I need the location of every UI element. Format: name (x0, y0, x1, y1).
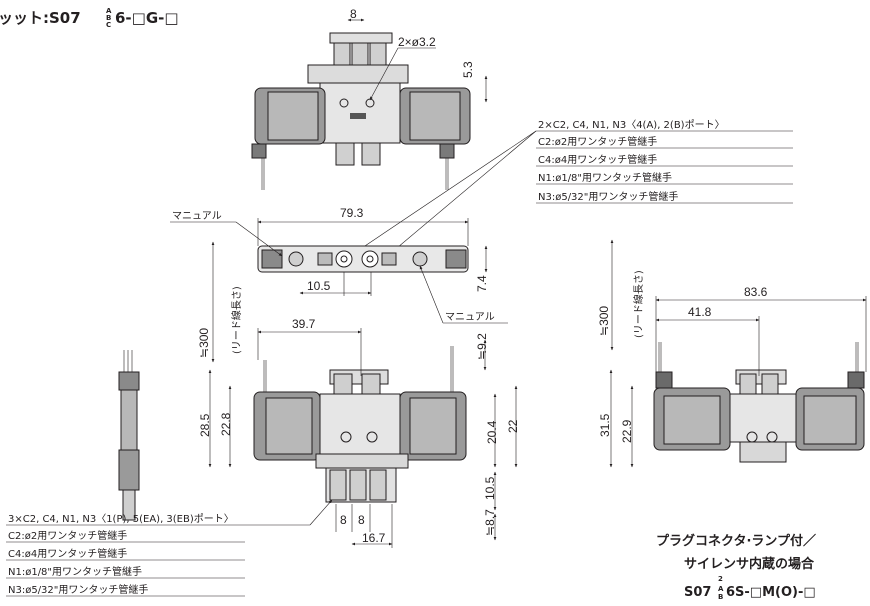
front-view (253, 346, 467, 503)
top-view (251, 32, 471, 190)
drawing-title: ッット:S07 A B C 6-□G-□ (0, 7, 179, 29)
variant-view (653, 342, 865, 463)
lead-length-right: ≒300 (597, 306, 611, 336)
dim-h228: 22.8 (219, 412, 233, 436)
port-note-lower-2: C4:ø4用ワンタッチ管継手 (8, 547, 127, 560)
port-note-upper-4: N3:ø5/32"用ワンタッチ管継手 (538, 190, 678, 203)
caption-sup: 2 (718, 575, 723, 583)
dim-w793: 79.3 (340, 206, 364, 220)
port-note-lower-4: N3:ø5/32"用ワンタッチ管継手 (8, 583, 148, 596)
caption-stack-bot: B (718, 593, 723, 601)
lead-length-left-note: (リード線長さ) (230, 286, 243, 354)
dim-h105: 10.5 (483, 476, 497, 500)
title-suffix: 6-□G-□ (115, 9, 179, 27)
caption-line2: サイレンサ内蔵の場合 (684, 556, 815, 572)
port-note-upper-0: 2×C2, C4, N1, N3〈4(A), 2(B)ポート〉 (538, 119, 725, 131)
dim-holes: 2×ø3.2 (398, 35, 436, 49)
dim-h53: 5.3 (461, 61, 475, 78)
manual-label-bottom: マニュアル (445, 312, 495, 323)
dim-w836: 83.6 (744, 285, 768, 299)
dim-top-pitch: 8 (350, 7, 357, 21)
port-note-lower-3: N1:ø1/8"用ワンタッチ管継手 (8, 565, 142, 578)
dim-h204: 20.4 (485, 420, 499, 444)
caption-model-prefix: S07 (684, 585, 711, 600)
port-notes-upper: 2×C2, C4, N1, N3〈4(A), 2(B)ポート〉 C2:ø2用ワン… (346, 119, 793, 259)
port-note-upper-1: C2:ø2用ワンタッチ管継手 (538, 135, 657, 148)
dim-h229: 22.9 (620, 419, 634, 443)
dim-w167: 16.7 (362, 531, 386, 545)
caption-stack-top: A (718, 585, 724, 593)
title-stack-top: A (106, 7, 112, 15)
port-note-lower-1: C2:ø2用ワンタッチ管継手 (8, 529, 127, 542)
title-prefix: ッット:S07 (0, 9, 81, 27)
dim-h74: 7.4 (475, 275, 489, 292)
title-stack-bot: C (106, 21, 111, 29)
variant-caption: プラグコネクタ·ランプ付／ サイレンサ内蔵の場合 S07 2 A B 6S-□M… (656, 533, 816, 601)
port-notes-lower: 3×C2, C4, N1, N3〈1(P), 5(EA), 3(EB)ポート〉 … (6, 499, 333, 597)
dim-pitch-a: 8 (340, 513, 347, 527)
dim-h87: ≒8.7 (483, 509, 497, 536)
dim-h285: 28.5 (198, 413, 212, 437)
dim-w397: 39.7 (292, 317, 316, 331)
title-stack-mid: B (106, 14, 111, 22)
dim-w418: 41.8 (688, 305, 712, 319)
port-note-upper-3: N1:ø1/8"用ワンタッチ管継手 (538, 171, 672, 184)
dim-w105: 10.5 (307, 279, 331, 293)
manual-label-top: マニュアル (172, 211, 222, 222)
plan-view (257, 245, 469, 273)
dim-h315: 31.5 (598, 413, 612, 437)
dim-h22: 22 (506, 419, 520, 433)
side-view (118, 350, 140, 521)
caption-model-suffix: 6S-□M(O)-□ (726, 585, 816, 600)
lead-length-right-note: (リード線長さ) (632, 270, 645, 338)
caption-line1: プラグコネクタ·ランプ付／ (656, 533, 816, 549)
lead-length-left: ≒300 (197, 328, 211, 358)
port-note-lower-0: 3×C2, C4, N1, N3〈1(P), 5(EA), 3(EB)ポート〉 (8, 513, 234, 525)
dim-h92: ≒9.2 (475, 333, 489, 360)
dim-pitch-b: 8 (358, 513, 365, 527)
port-note-upper-2: C4:ø4用ワンタッチ管継手 (538, 153, 657, 166)
